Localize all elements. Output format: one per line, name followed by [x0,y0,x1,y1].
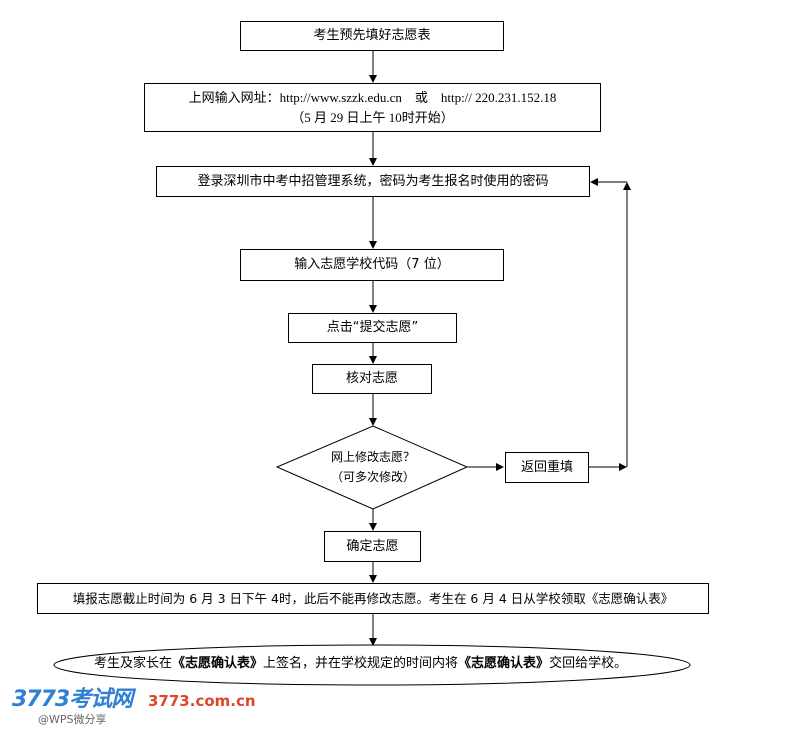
final-ellipse [53,644,691,686]
decision-line1: 网上修改志愿？ [330,450,415,464]
step-confirm: 确定志愿 [324,531,421,562]
step-enter-url-line1: 上网输入网址：http://www.szzk.edu.cn 或 http:// … [188,89,557,105]
decision-label: 网上修改志愿？ （可多次修改） [307,447,439,487]
watermark-site: 3773.com.cn [148,692,256,710]
loop-refill-box: 返回重填 [505,452,589,483]
final-part2: 上签名，并在学校规定的时间内将 [263,656,459,671]
decision-diamond [275,425,469,510]
final-part1: 考生及家长在 [94,656,173,671]
step-enter-url-line2: （5 月 29 日上午 10时开始） [291,109,454,125]
final-step-label: 考生及家长在《志愿确认表》上签名，并在学校规定的时间内将《志愿确认表》交回给学校… [94,656,627,672]
step-enter-code-label: 输入志愿学校代码（7 位） [294,257,450,272]
step-submit: 点击“提交志愿” [288,313,457,343]
final-part3: 交回给学校。 [549,656,628,671]
step-enter-url: 上网输入网址：http://www.szzk.edu.cn 或 http:// … [144,83,601,132]
step-fill-form-label: 考生预先填好志愿表 [313,28,431,43]
step-enter-code: 输入志愿学校代码（7 位） [240,249,504,281]
watermark-logo: 3773考试网 [12,687,133,712]
step-deadline: 填报志愿截止时间为 6 月 3 日下午 4时，此后不能再修改志愿。考生在 6 月… [37,583,709,614]
step-fill-form: 考生预先填好志愿表 [240,21,504,51]
step-submit-label: 点击“提交志愿” [326,320,419,335]
step-login-label: 登录深圳市中考中招管理系统，密码为考生报名时使用的密码 [197,173,549,189]
step-login: 登录深圳市中考中招管理系统，密码为考生报名时使用的密码 [156,166,590,197]
watermark-share: @WPS微分享 [38,713,107,726]
loop-refill-label: 返回重填 [520,459,573,475]
step-verify: 核对志愿 [312,364,432,394]
final-bold2: 《志愿确认表》 [458,656,550,671]
final-bold1: 《志愿确认表》 [172,656,264,671]
decision-line2: （可多次修改） [330,470,415,484]
step-confirm-label: 确定志愿 [346,538,399,554]
step-verify-label: 核对志愿 [345,371,398,386]
step-deadline-label: 填报志愿截止时间为 6 月 3 日下午 4时，此后不能再修改志愿。考生在 6 月… [72,590,674,606]
